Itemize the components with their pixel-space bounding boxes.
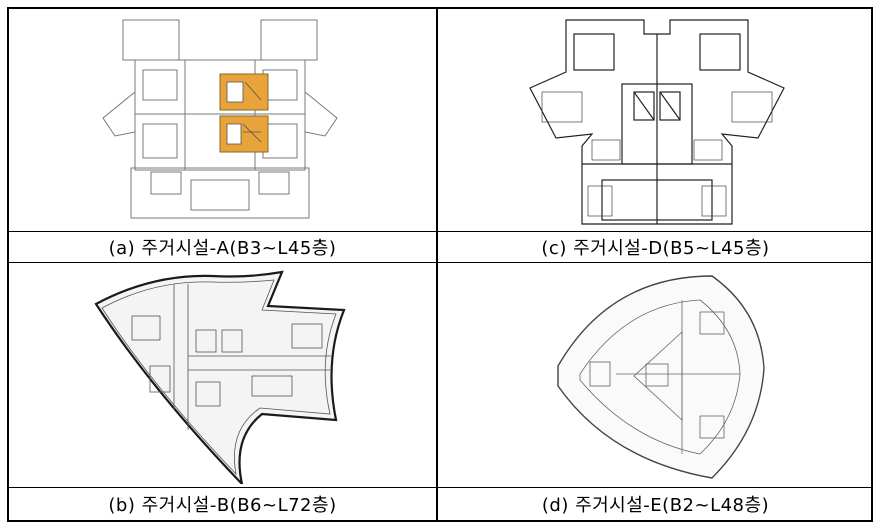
floor-plan-b (92, 270, 348, 484)
floor-plan-a (95, 14, 345, 228)
table-border (7, 7, 873, 522)
floor-plan-d (522, 14, 792, 228)
row-divider (7, 262, 873, 263)
caption-b: (b) 주거시설-B(B6~L72층) (108, 495, 337, 516)
caption-c: (c) 주거시설-D(B5~L45층) (541, 238, 770, 259)
floor-plan-e (550, 270, 770, 484)
caption-rule-bottom (7, 487, 873, 488)
caption-rule-top (7, 231, 873, 232)
caption-a: (a) 주거시설-A(B3~L45층) (108, 238, 337, 259)
center-divider (436, 7, 438, 522)
caption-d: (d) 주거시설-E(B2~L48층) (541, 495, 770, 516)
